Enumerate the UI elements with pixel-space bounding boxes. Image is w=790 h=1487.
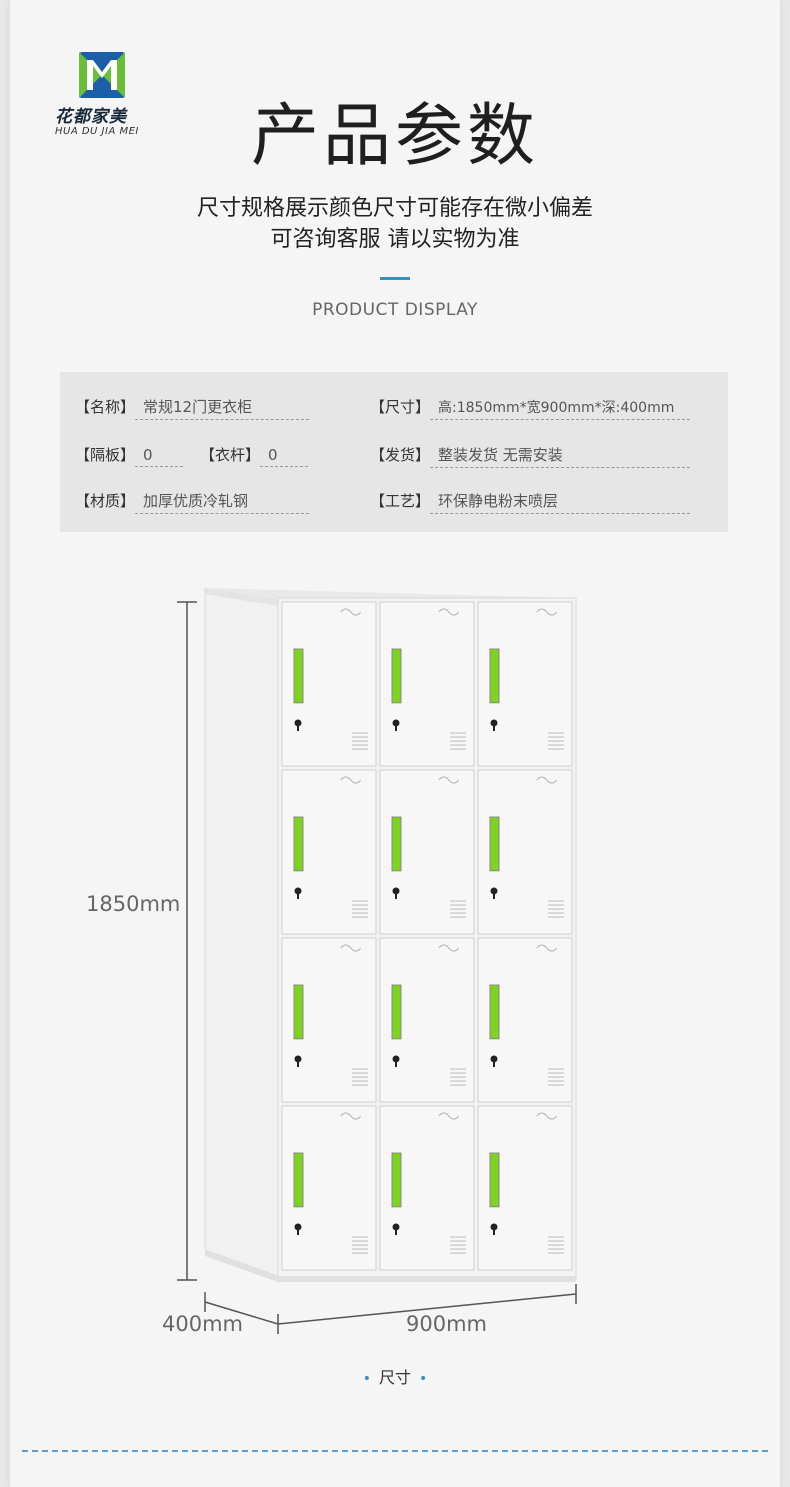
spec-size-value: 高:1850mm*宽900mm*深:400mm	[430, 397, 691, 420]
locker-window	[391, 1152, 402, 1208]
logo-icon	[79, 52, 125, 98]
spec-size: 【尺寸】高:1850mm*宽900mm*深:400mm	[370, 396, 691, 420]
locker-door	[379, 1105, 475, 1271]
locker-window	[489, 816, 500, 872]
locker-door	[477, 769, 573, 935]
caption-dot-left: •	[362, 1371, 371, 1387]
locker-door	[477, 601, 573, 767]
spec-ship-key: 【发货】	[370, 446, 431, 464]
spec-material-value: 加厚优质冷轧钢	[135, 490, 310, 514]
locker-window	[489, 648, 500, 704]
spec-name-value: 常规12门更衣柜	[135, 396, 310, 420]
spec-ship-value: 整装发货 无需安装	[430, 444, 691, 468]
locker-window	[391, 816, 402, 872]
locker-window	[293, 1152, 304, 1208]
locker-door	[379, 937, 475, 1103]
locker-door	[281, 601, 377, 767]
accent-divider	[380, 277, 410, 280]
locker-door	[379, 601, 475, 767]
spec-process-key: 【工艺】	[370, 492, 431, 510]
locker-illustration	[177, 587, 577, 1334]
locker-window	[489, 1152, 500, 1208]
locker-window	[391, 648, 402, 704]
brand-name-cn: 花都家美	[55, 107, 127, 127]
spec-size-key: 【尺寸】	[370, 398, 431, 416]
spec-name-key: 【名称】	[75, 398, 136, 416]
height-dimension-label: 1850mm	[86, 892, 181, 916]
locker-window	[391, 984, 402, 1040]
spec-name: 【名称】常规12门更衣柜	[75, 396, 310, 420]
lock-icon	[294, 1055, 302, 1063]
locker-door	[477, 1105, 573, 1271]
lock-icon	[490, 1223, 498, 1231]
english-heading: PRODUCT DISPLAY	[312, 300, 478, 320]
lock-icon	[294, 887, 302, 895]
locker-window	[489, 984, 500, 1040]
caption: • 尺寸 •	[0, 1364, 790, 1388]
spec-ship: 【发货】整装发货 无需安装	[370, 444, 691, 468]
subtitle: 尺寸规格展示颜色尺寸可能存在微小偏差 可咨询客服 请以实物为准	[0, 193, 790, 255]
brand-logo: 花都家美 HUA DU JIA MEI	[55, 52, 155, 142]
locker-doors	[281, 601, 573, 1271]
spec-shelf-key: 【隔板】	[75, 446, 136, 464]
locker-window	[293, 984, 304, 1040]
spec-shelf: 【隔板】0	[75, 444, 184, 467]
spec-material: 【材质】加厚优质冷轧钢	[75, 490, 310, 514]
lock-icon	[294, 1223, 302, 1231]
spec-process: 【工艺】环保静电粉末喷层	[370, 490, 691, 514]
lock-icon	[490, 887, 498, 895]
spec-shelf-value: 0	[135, 446, 184, 467]
footer-divider	[22, 1450, 768, 1452]
lock-icon	[392, 1055, 400, 1063]
locker-door	[281, 937, 377, 1103]
spec-process-value: 环保静电粉末喷层	[430, 490, 691, 514]
spec-table: 【名称】常规12门更衣柜 【尺寸】高:1850mm*宽900mm*深:400mm…	[60, 372, 728, 532]
locker-window	[293, 648, 304, 704]
locker-window	[293, 816, 304, 872]
caption-dot-right: •	[419, 1371, 428, 1387]
lock-icon	[392, 887, 400, 895]
spec-rod: 【衣杆】0	[200, 444, 309, 467]
caption-text: 尺寸	[378, 1368, 411, 1387]
spec-rod-value: 0	[260, 446, 309, 467]
lock-icon	[392, 1223, 400, 1231]
locker-door	[379, 769, 475, 935]
subtitle-line-2: 可咨询客服 请以实物为准	[270, 227, 520, 252]
page-title: 产品参数	[250, 97, 539, 176]
locker-door	[281, 1105, 377, 1271]
depth-dimension-label: 400mm	[162, 1312, 243, 1336]
lock-icon	[490, 1055, 498, 1063]
spec-rod-key: 【衣杆】	[200, 446, 261, 464]
spec-material-key: 【材质】	[75, 492, 136, 510]
subtitle-line-1: 尺寸规格展示颜色尺寸可能存在微小偏差	[196, 196, 593, 221]
brand-name-en: HUA DU JIA MEI	[55, 126, 139, 137]
locker-diagram: 1850mm 400mm 900mm	[0, 560, 790, 1360]
locker-door	[477, 937, 573, 1103]
locker-door	[281, 769, 377, 935]
width-dimension-label: 900mm	[406, 1312, 487, 1336]
